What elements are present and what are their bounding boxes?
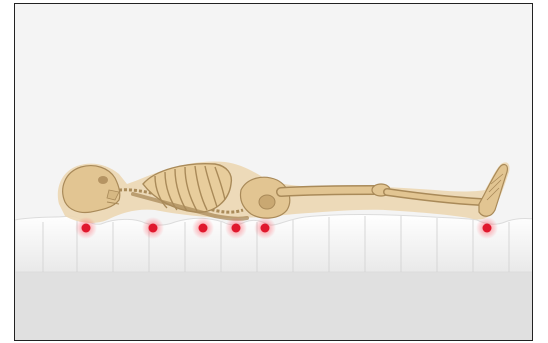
skull: [63, 166, 120, 213]
illustration-frame: [14, 3, 533, 341]
head-pressure-point: [75, 217, 97, 239]
back-pressure-point: [192, 217, 214, 239]
pelvis: [240, 177, 289, 218]
floor: [15, 272, 533, 341]
pelvis-pressure-point: [225, 217, 247, 239]
shoulder-pressure-point: [142, 217, 164, 239]
skeleton-mattress-illustration: [15, 4, 533, 341]
hip-pressure-point: [254, 217, 276, 239]
heel-pressure-point: [476, 217, 498, 239]
